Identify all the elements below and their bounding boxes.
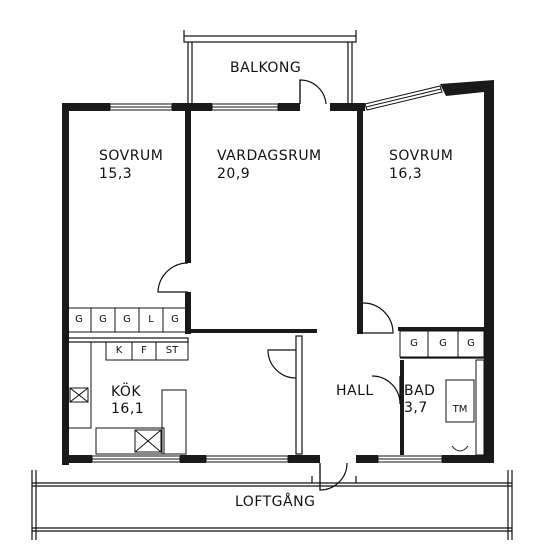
balcony-door (299, 79, 327, 105)
hall-label: HALL (336, 383, 374, 399)
bedroom-right-door (362, 302, 394, 334)
kok-area: 16,1 (111, 401, 145, 417)
kitchen-cabinet-g2: G (99, 314, 107, 325)
vardagsrum-label: VARDAGSRUM (217, 148, 322, 164)
sovrum-left-area: 15,3 (99, 166, 133, 182)
hall-cabinet-g3: G (467, 338, 475, 349)
bedroom-left-door (157, 262, 189, 293)
hall-fixtures (399, 330, 485, 456)
doors (157, 79, 401, 491)
sovrum-right-area: 16,3 (389, 166, 423, 182)
bath-door (371, 375, 401, 405)
kitchen-cabinet-g1: G (75, 314, 83, 325)
windows (91, 85, 443, 463)
kitchen-cabinet-l: L (148, 314, 154, 325)
sovrum-right-label: SOVRUM (389, 148, 454, 164)
outer-walls (62, 80, 494, 465)
interior-walls (185, 111, 484, 455)
loftgang-label: LOFTGÅNG (235, 494, 316, 510)
gallery (31, 470, 513, 540)
kitchen-cabinet-g3: G (123, 314, 131, 325)
kitchen-stove-st: ST (165, 345, 179, 356)
kitchen-fridge-k: K (115, 345, 123, 356)
bad-area: 3,7 (404, 400, 428, 416)
washer-tm: TM (452, 404, 468, 415)
hall-cabinet-g1: G (410, 338, 418, 349)
balcony (183, 30, 357, 104)
vardagsrum-area: 20,9 (217, 166, 251, 182)
kitchen-cabinet-g4: G (171, 314, 179, 325)
kitchen-fixtures (66, 307, 189, 455)
kitchen-freezer-f: F (141, 345, 147, 356)
kok-label: KÖK (111, 384, 142, 400)
balkong-label: BALKONG (230, 60, 302, 76)
sovrum-left-label: SOVRUM (99, 148, 164, 164)
hall-cabinet-g2: G (439, 338, 447, 349)
kitchen-door (267, 349, 297, 379)
bad-label: BAD (404, 383, 436, 399)
